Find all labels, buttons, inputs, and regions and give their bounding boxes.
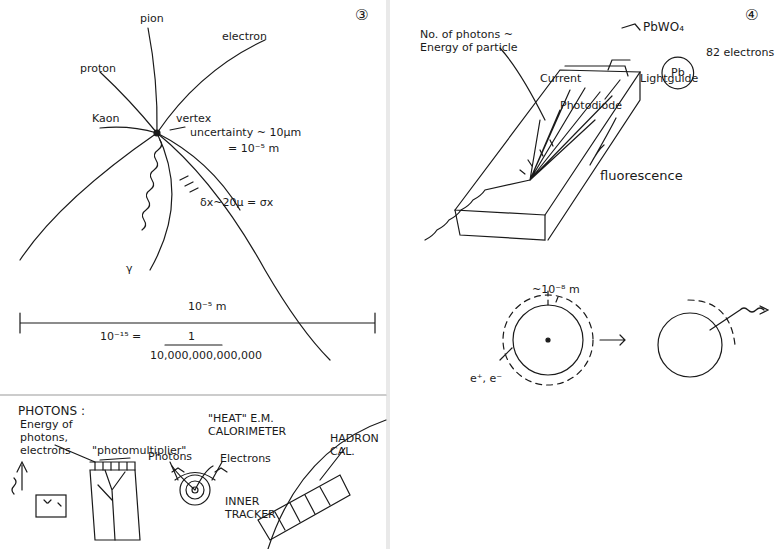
note-label: Lightguide [640, 72, 698, 85]
note-label: Electrons [220, 452, 271, 465]
note-label: ④ [745, 6, 758, 24]
paper-sheet [0, 0, 386, 549]
note-label: HADRON CAL. [330, 432, 390, 458]
note-label: Photodiode [560, 99, 622, 112]
note-label: 10⁻⁵ m [188, 300, 226, 313]
note-label: No. of photons ~ Energy of particle [420, 28, 540, 54]
note-label: = 10⁻⁵ m [228, 142, 279, 155]
note-label: fluorescence [600, 168, 683, 184]
note-label: γ [126, 262, 133, 275]
note-label: ③ [355, 6, 368, 24]
note-label: electron [222, 30, 267, 43]
note-label: 10⁻¹⁵ = [100, 330, 141, 343]
note-label: ~10⁻⁸ m [532, 283, 580, 296]
note-label: proton [80, 62, 116, 75]
note-label: Photons [148, 450, 192, 463]
note-label: 10,000,000,000,000 [150, 349, 262, 362]
note-label: 1 [188, 330, 195, 343]
note-label: uncertainty ~ 10μm [190, 126, 301, 139]
atom-label: 82 electrons [706, 46, 774, 59]
note-label: e⁺, e⁻ [470, 372, 502, 385]
note-label: Kaon [92, 112, 119, 125]
note-label: PHOTONS : [18, 404, 85, 418]
paper-sheet [390, 0, 777, 549]
note-label: pion [140, 12, 164, 25]
note-label: INNER TRACKER [225, 495, 280, 521]
note-label: vertex [176, 112, 211, 125]
note-label: PbWO₄ [643, 20, 684, 34]
note-label: "HEAT" E.M. CALORIMETER [208, 412, 298, 438]
note-label: Current [540, 72, 581, 85]
note-label: δx~20μ = σx [200, 196, 273, 209]
